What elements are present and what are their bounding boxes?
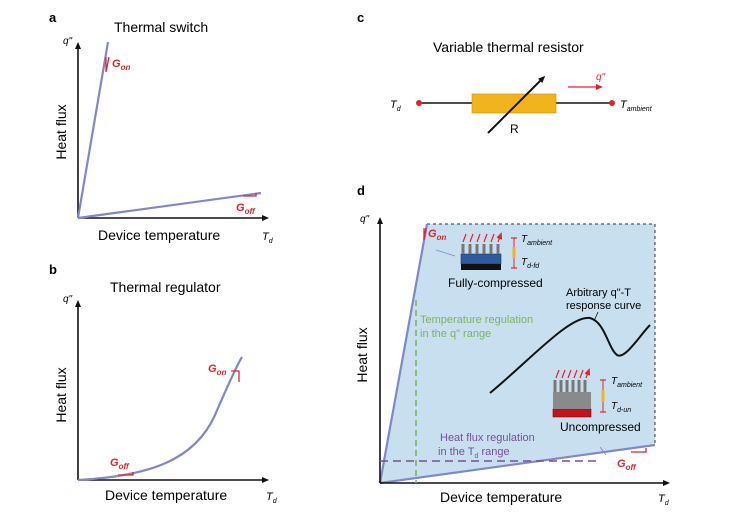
uncompressed-t-ambient: Tambient [611, 376, 643, 389]
panel-b-g-on: Gon [208, 363, 226, 377]
panel-c-left-symbol: Td [390, 99, 402, 113]
panel-a-x-symbol: Td [262, 231, 274, 245]
panel-b-title: Thermal regulator [110, 279, 221, 295]
uncompressed-t-dun: Td-un [611, 401, 631, 414]
panel-c-right-symbol: Tambient [620, 99, 653, 113]
panel-c-resistor [471, 93, 557, 114]
panel-d-on-pointer [435, 249, 456, 257]
panel-b-y-label: Heat flux [53, 367, 69, 422]
panel-c-letter: c [357, 10, 364, 25]
temp-regulation-line-1: Temperature regulation [420, 314, 533, 326]
panel-d-y-label: Heat flux [354, 327, 370, 382]
panel-b-letter: b [49, 262, 57, 277]
panel-a-letter: a [49, 10, 57, 25]
uncompressed-label: Uncompressed [560, 420, 641, 434]
panel-a-g-on: Gon [112, 58, 130, 72]
panel-d: d q" Heat flux Device temperature Td Gon… [354, 183, 670, 507]
panel-d-region-border [427, 223, 656, 445]
panel-a: a Thermal switch q" Heat flux Device tem… [49, 10, 274, 245]
panel-d-on-line [378, 223, 429, 484]
panel-d-off-line [379, 443, 656, 485]
panel-a-y-label: Heat flux [53, 104, 69, 159]
panel-a-off-line [77, 191, 262, 220]
panel-c-variable-arrow [487, 75, 546, 134]
panel-c-left-node [416, 100, 422, 106]
uncompressed-device-icon [552, 370, 591, 418]
panel-b-g-off: Goff [110, 457, 130, 471]
compressed-temperature-bar [511, 237, 517, 269]
panel-d-y-symbol: q" [360, 214, 370, 225]
compressed-device-icon [460, 234, 501, 270]
panel-c-right-node [609, 100, 615, 106]
panel-d-on-triangle [423, 227, 427, 241]
temp-regulation-line-2: in the q" range [420, 328, 491, 340]
panel-d-g-on: Gon [428, 228, 446, 242]
flux-regulation-line-2: in the Td range [438, 446, 510, 460]
panel-a-g-off: Goff [236, 202, 256, 216]
panel-b: b Thermal regulator q" Heat flux Device … [49, 262, 278, 505]
panel-c: c Variable thermal resistor R Td Tambien… [357, 10, 653, 136]
curve-label-line-2: response curve [566, 300, 641, 312]
panel-d-arbitrary-curve [489, 316, 651, 394]
panel-b-off-triangle [118, 472, 134, 476]
panel-d-letter: d [357, 183, 365, 198]
panel-b-x-symbol: Td [266, 491, 278, 505]
panel-c-resistor-label: R [510, 122, 519, 136]
curve-label-line-1: Arbitrary q"-T [566, 287, 631, 299]
panel-a-on-triangle [105, 56, 110, 73]
panel-b-x-label: Device temperature [105, 487, 227, 503]
uncompressed-temperature-bar [600, 379, 606, 413]
flux-regulation-line-1: Heat flux regulation [440, 432, 535, 444]
panel-b-y-symbol: q" [63, 294, 73, 305]
panel-d-g-off: Goff [617, 458, 637, 472]
panel-a-on-line [76, 41, 110, 219]
panel-a-off-triangle [243, 193, 257, 197]
panel-a-x-label: Device temperature [98, 227, 220, 243]
panel-d-off-triangle [631, 448, 647, 453]
curve-label-pointer [593, 311, 599, 322]
panel-c-flux-symbol: q" [596, 72, 606, 83]
compressed-t-ambient: Tambient [521, 234, 553, 247]
panel-c-title: Variable thermal resistor [433, 39, 584, 55]
compressed-t-dfd: Td-fd [521, 257, 540, 270]
panel-d-region [380, 224, 655, 483]
panel-b-on-triangle [231, 370, 240, 382]
panel-d-x-symbol: Td [658, 493, 670, 507]
compressed-label: Fully-compressed [448, 276, 543, 290]
panel-d-x-label: Device temperature [440, 489, 562, 505]
panel-a-title: Thermal switch [114, 19, 208, 35]
panel-d-off-pointer [599, 446, 607, 456]
panel-a-y-symbol: q" [63, 36, 73, 47]
